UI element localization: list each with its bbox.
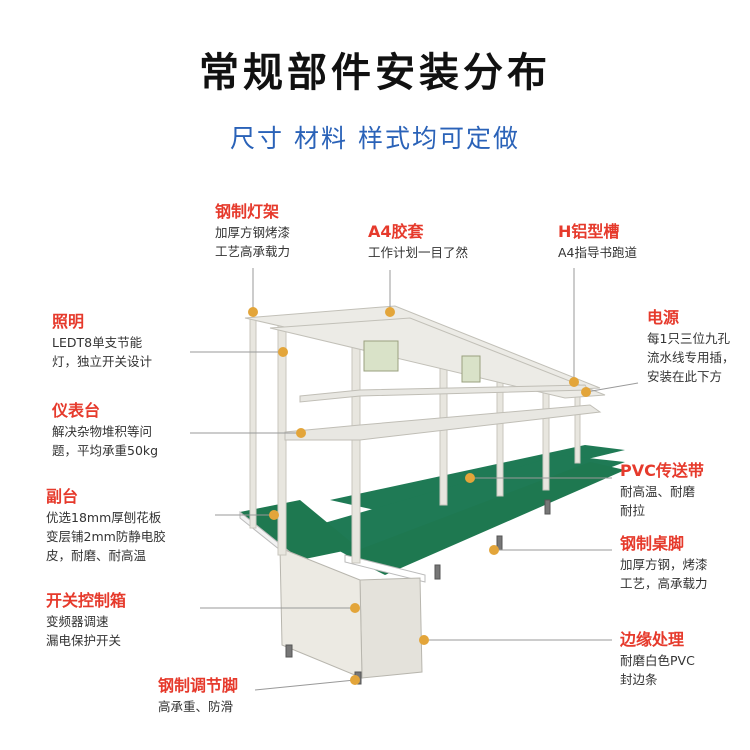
label-title: 副台 <box>46 487 79 506</box>
label-title: 钢制灯架 <box>215 202 280 221</box>
label-side-table: 副台 优选18mm厚刨花板 变层铺2mm防静电胶 皮，耐磨、耐高温 <box>46 486 166 565</box>
page-title: 常规部件安装分布 <box>199 50 551 96</box>
label-line: 题，平均承重50kg <box>52 443 159 458</box>
label-title: 钢制调节脚 <box>158 676 239 695</box>
edge-strip <box>344 554 426 583</box>
label-line: 加厚方钢烤漆 <box>215 225 291 240</box>
label-line: 耐拉 <box>620 503 646 518</box>
label-adjustable-foot: 钢制调节脚 高承重、防滑 <box>158 675 238 716</box>
label-line: 流水线专用插， <box>647 350 735 365</box>
page-subtitle: 尺寸 材料 样式均可定做 <box>230 124 520 153</box>
label-lighting: 照明 LEDT8单支节能 灯，独立开关设计 <box>52 311 152 371</box>
label-line: 变层铺2mm防静电胶 <box>46 529 166 544</box>
label-line: 皮，耐磨、耐高温 <box>46 548 147 563</box>
label-line: 耐高温、耐磨 <box>620 484 696 499</box>
label-line: LEDT8单支节能 <box>52 335 143 350</box>
steel-light-frame <box>244 305 606 399</box>
label-title: H铝型槽 <box>558 222 620 241</box>
label-line: 高承重、防滑 <box>158 699 234 714</box>
leader-lines <box>190 268 639 691</box>
label-switch-box: 开关控制箱 变频器调速 漏电保护开关 <box>46 590 126 650</box>
label-line: 封边条 <box>620 672 658 687</box>
leader-dots <box>248 307 591 685</box>
label-line: 灯，独立开关设计 <box>52 354 153 369</box>
label-title: 电源 <box>647 308 680 327</box>
label-line: 工艺高承载力 <box>215 244 291 259</box>
a4-sleeve-panels <box>363 340 481 383</box>
label-title: 钢制桌脚 <box>620 534 685 553</box>
label-line: 每1只三位九孔 <box>647 331 730 346</box>
label-line: 加厚方钢，烤漆 <box>620 557 708 572</box>
label-line: 工作计划一目了然 <box>368 245 469 260</box>
label-h-aluminum-slot: H铝型槽 A4指导书跑道 <box>558 221 637 262</box>
label-line: 变频器调速 <box>46 614 109 629</box>
label-line: 安装在此下方 <box>647 369 723 384</box>
table-top-front <box>345 462 625 575</box>
label-line: 解决杂物堆积等问 <box>52 424 153 439</box>
label-title: 仪表台 <box>52 401 101 420</box>
switch-box-side <box>279 547 363 679</box>
label-line: A4指导书跑道 <box>558 245 638 260</box>
label-title: 开关控制箱 <box>46 591 127 610</box>
label-instrument-shelf: 仪表台 解决杂物堆积等问 题，平均承重50kg <box>52 400 158 460</box>
label-steel-table-leg: 钢制桌脚 加厚方钢，烤漆 工艺，高承载力 <box>620 533 708 593</box>
label-a4-sleeve: A4胶套 工作计划一目了然 <box>368 221 468 262</box>
label-line: 工艺，高承载力 <box>620 576 708 591</box>
label-line: 优选18mm厚刨花板 <box>46 510 162 525</box>
label-steel-light-frame: 钢制灯架 加厚方钢烤漆 工艺高承载力 <box>215 201 290 261</box>
label-title: 边缘处理 <box>620 630 685 649</box>
label-title: A4胶套 <box>368 222 424 241</box>
label-title: PVC传送带 <box>620 461 704 480</box>
label-power: 电源 每1只三位九孔 流水线专用插， 安装在此下方 <box>647 307 735 386</box>
label-line: 漏电保护开关 <box>46 633 122 648</box>
label-title: 照明 <box>52 312 85 331</box>
label-line: 耐磨白色PVC <box>620 653 695 668</box>
switch-box-front <box>359 577 423 679</box>
label-edge-treatment: 边缘处理 耐磨白色PVC 封边条 <box>620 629 695 689</box>
label-pvc-belt: PVC传送带 耐高温、耐磨 耐拉 <box>620 460 704 520</box>
